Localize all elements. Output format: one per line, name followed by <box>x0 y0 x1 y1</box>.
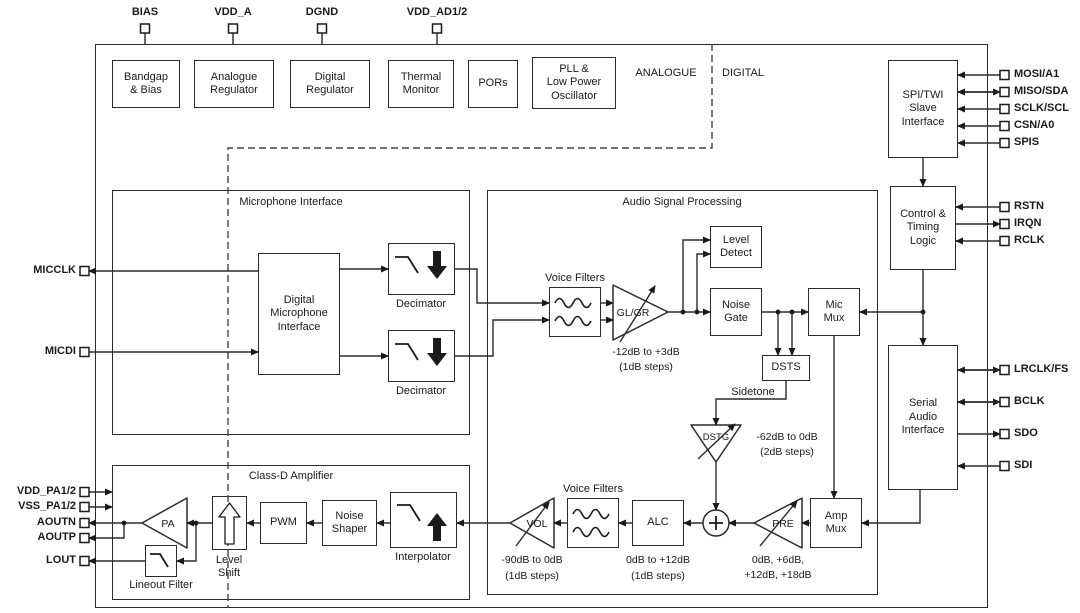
pin-aoutn: AOUTN <box>36 516 76 528</box>
pin-miso-sda: MISO/SDA <box>1014 85 1069 97</box>
block-voice-filters-1 <box>549 287 601 337</box>
pin-square <box>999 120 1010 132</box>
pin-square <box>999 460 1010 472</box>
vol-gain-range: -90dB to 0dB <box>501 554 563 566</box>
pin-rclk: RCLK <box>1014 234 1045 246</box>
pin-square <box>999 137 1010 149</box>
pin-vdd-a: VDD_A <box>214 6 252 18</box>
block-dsts: DSTS <box>762 355 810 381</box>
sidetone-label: Sidetone <box>731 386 775 398</box>
pin-square <box>999 396 1010 408</box>
pre-gain-line2: +12dB, +18dB <box>744 569 812 581</box>
digital-domain-label: DIGITAL <box>722 67 764 79</box>
pin-square <box>79 265 90 277</box>
block-mic-mux: Mic Mux <box>808 288 860 336</box>
pin-square <box>999 364 1010 376</box>
block-decimator-1 <box>388 243 455 295</box>
pin-square <box>79 501 90 513</box>
pin-vdd-pa12: VDD_PA1/2 <box>16 485 76 497</box>
block-serial-audio-interface: Serial Audio Interface <box>888 345 958 490</box>
block-thermal-monitor: Thermal Monitor <box>388 60 454 108</box>
vol-gain-steps: (1dB steps) <box>505 570 559 582</box>
block-bandgap-bias: Bandgap & Bias <box>112 60 180 108</box>
pin-square <box>431 23 443 34</box>
pin-dgnd: DGND <box>305 6 339 18</box>
pin-square <box>999 235 1010 247</box>
pin-micdi: MICDI <box>44 345 76 357</box>
pin-square <box>79 346 90 358</box>
pin-lrclk-fs: LRCLK/FS <box>1014 363 1069 375</box>
pin-square <box>79 555 90 567</box>
block-analogue-regulator: Analogue Regulator <box>194 60 274 108</box>
top-pin-stubs <box>144 33 438 44</box>
level-shift-caption: Level Shift <box>215 554 243 579</box>
block-noise-gate: Noise Gate <box>710 288 762 336</box>
block-lineout-filter <box>145 545 177 577</box>
pin-square <box>79 517 90 529</box>
pin-square <box>79 532 90 544</box>
pin-mosi-a1: MOSI/A1 <box>1014 68 1060 80</box>
pin-square <box>227 23 239 34</box>
block-noise-shaper: Noise Shaper <box>322 500 377 546</box>
alc-gain-range: 0dB to +12dB <box>626 554 690 566</box>
classd-title: Class-D Amplifier <box>248 470 334 482</box>
pin-vss-pa12: VSS_PA1/2 <box>18 500 76 512</box>
mic-interface-title: Microphone Interface <box>239 196 343 208</box>
asp-title: Audio Signal Processing <box>622 196 742 208</box>
block-digital-microphone-interface: Digital Microphone Interface <box>258 253 340 375</box>
pre-gain-line1: 0dB, +6dB, <box>751 554 805 566</box>
pin-sdi: SDI <box>1014 459 1033 471</box>
interpolator-caption: Interpolator <box>395 551 451 563</box>
pin-square <box>316 23 328 34</box>
pin-square <box>999 218 1010 230</box>
block-voice-filters-2 <box>567 498 619 548</box>
block-pors: PORs <box>468 60 518 108</box>
pin-square <box>139 23 151 34</box>
pin-aoutp: AOUTP <box>37 531 77 543</box>
pin-micclk: MICCLK <box>33 264 76 276</box>
block-spi-twi-slave-interface: SPI/TWI Slave Interface <box>888 60 958 158</box>
alc-gain-steps: (1dB steps) <box>631 570 685 582</box>
pin-square <box>999 428 1010 440</box>
glgr-gain-range: -12dB to +3dB <box>612 346 680 358</box>
pin-lout: LOUT <box>46 554 76 566</box>
pin-bias: BIAS <box>131 6 159 18</box>
voice-filters2-caption: Voice Filters <box>563 483 623 495</box>
block-pwm: PWM <box>260 502 307 544</box>
block-decimator-2 <box>388 330 455 382</box>
pin-sclk-scl: SCLK/SCL <box>1014 102 1069 114</box>
block-level-detect: Level Detect <box>710 226 762 268</box>
block-control-timing-logic: Control & Timing Logic <box>890 186 956 270</box>
block-amp-mux: Amp Mux <box>810 498 862 548</box>
pin-square <box>999 86 1010 98</box>
pin-csn-a0: CSN/A0 <box>1014 119 1055 131</box>
decimator2-caption: Decimator <box>395 385 447 397</box>
pin-rstn: RSTN <box>1014 200 1044 212</box>
pin-vdd-ad12: VDD_AD1/2 <box>406 6 468 18</box>
dstg-gain-steps: (2dB steps) <box>760 446 814 458</box>
pin-square <box>79 486 90 498</box>
block-level-shift <box>212 496 247 550</box>
dstg-gain-range: -62dB to 0dB <box>756 431 818 443</box>
block-pll-oscillator: PLL & Low Power Oscillator <box>532 57 616 109</box>
pin-square <box>999 201 1010 213</box>
lineout-filter-caption: Lineout Filter <box>129 579 193 591</box>
pin-square <box>999 103 1010 115</box>
pin-sdo: SDO <box>1014 427 1038 439</box>
block-interpolator <box>390 492 457 548</box>
glgr-gain-steps: (1dB steps) <box>619 361 673 373</box>
analogue-domain-label: ANALOGUE <box>635 67 697 79</box>
pin-irqn: IRQN <box>1014 217 1042 229</box>
pin-square <box>999 69 1010 81</box>
decimator1-caption: Decimator <box>395 298 447 310</box>
block-alc: ALC <box>632 500 684 546</box>
pin-spis: SPIS <box>1014 136 1040 148</box>
block-digital-regulator: Digital Regulator <box>290 60 370 108</box>
pin-bclk: BCLK <box>1014 395 1045 407</box>
voice-filters1-caption: Voice Filters <box>545 272 605 284</box>
